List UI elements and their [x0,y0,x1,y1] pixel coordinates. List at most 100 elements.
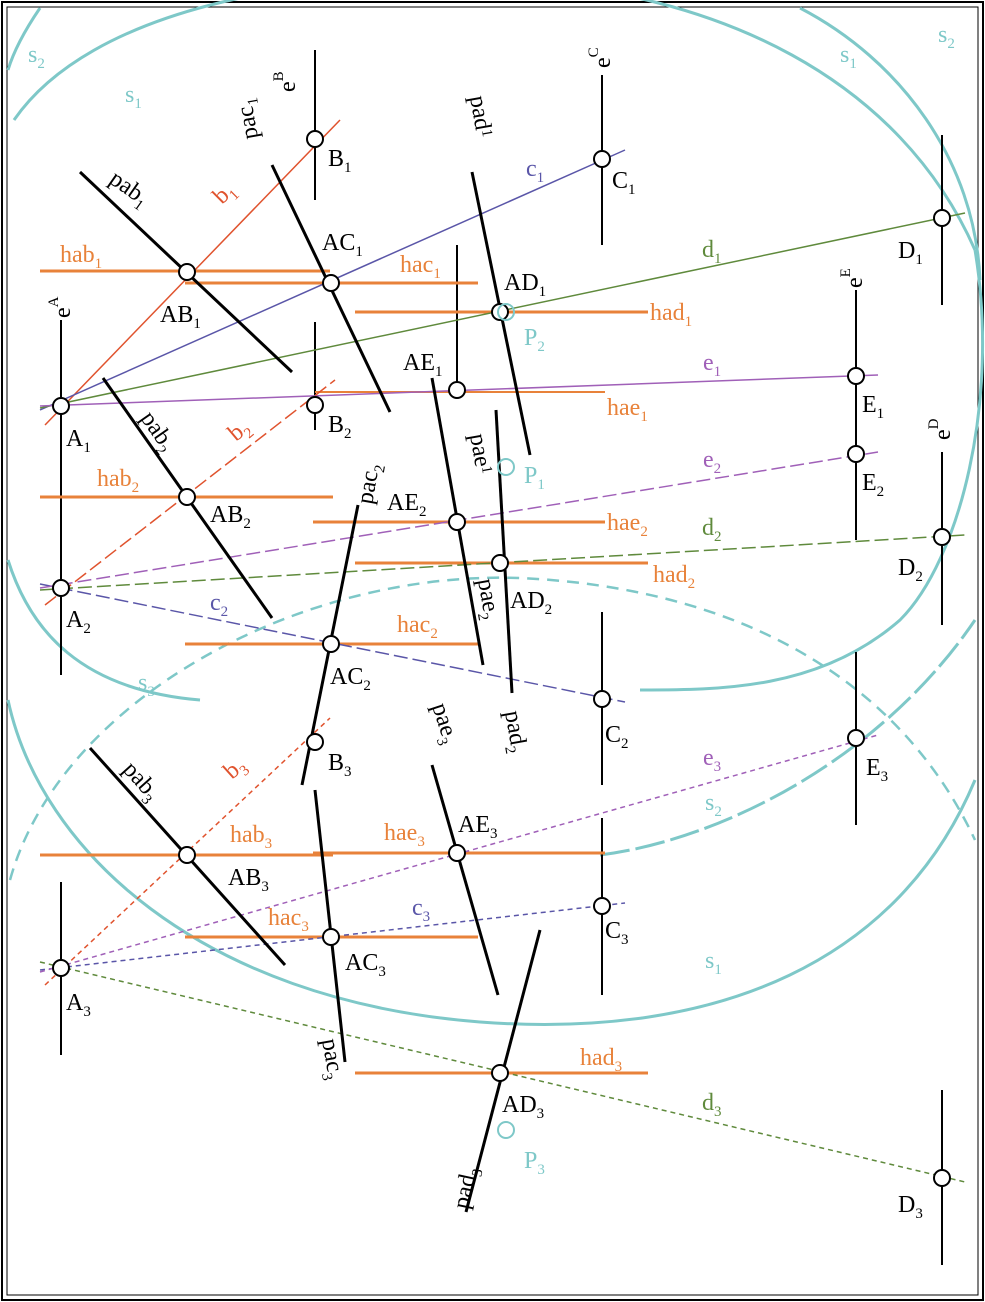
label-e2: e2 [703,447,721,477]
label-A2: A2 [66,607,91,637]
point-B1 [306,130,324,148]
label-hac2: hac2 [397,612,438,642]
label-eC: eC [586,47,616,68]
label-E2: E2 [862,470,884,500]
label-c3: c3 [412,895,430,925]
label-d2: d2 [702,515,722,545]
label-hab1: hab1 [60,242,102,272]
vertical-lines [60,50,943,1265]
point-C1 [593,150,611,168]
label-AC2: AC2 [330,664,371,694]
label-P3: P3 [524,1148,545,1178]
label-b1: b1 [208,177,243,212]
label-hae3: hae3 [384,820,425,850]
label-b3: b3 [219,752,254,787]
label-A1: A1 [66,426,91,456]
label-hac3: hac3 [268,905,309,935]
point-D3 [933,1169,951,1187]
point-AE2 [448,513,466,531]
point-AB3 [178,846,196,864]
label-AB1: AB1 [160,302,201,332]
point-AC1 [322,274,340,292]
labels: s2 s1 s1 s2 s3 s2 s1 eA eB eC eD eE A1 A… [28,22,956,1222]
point-B3 [306,733,324,751]
label-D3: D3 [898,1192,923,1222]
inner-frame [6,6,979,1296]
label-E1: E1 [862,392,884,422]
circle-s1-lower [6,699,977,1026]
point-AC2 [322,635,340,653]
label-AC3: AC3 [345,950,386,980]
point-P2 [497,303,515,321]
label-eA: eA [46,296,76,318]
point-E3 [847,729,865,747]
label-pae3: pae3 [422,700,463,748]
points-p [497,303,515,1139]
label-pac2: pac2 [352,461,389,506]
circle-s1-left [6,559,201,702]
label-pad2: pad2 [495,709,532,756]
label-s1-topleft: s1 [125,82,142,112]
point-D2 [933,528,951,546]
label-pab1: pab1 [102,166,154,215]
point-P1 [497,458,515,476]
circle-s2-topleft [6,7,42,71]
label-s2-topleft: s2 [28,42,45,72]
label-hab3: hab3 [230,822,272,852]
point-AD3 [491,1064,509,1082]
label-AC1: AC1 [322,230,363,260]
point-C3 [593,897,611,915]
label-B1: B1 [328,146,352,176]
label-AB3: AB3 [228,865,269,895]
point-AC3 [322,928,340,946]
label-eE: eE [838,268,868,288]
label-d3: d3 [702,1090,722,1120]
label-D2: D2 [898,555,923,585]
label-B2: B2 [328,412,352,442]
point-A1 [52,397,70,415]
point-AD1 [491,303,509,321]
label-c2: c2 [210,590,228,620]
label-s1-topright: s1 [840,42,857,72]
label-c1: c1 [526,156,544,186]
label-d1: d1 [702,237,722,267]
label-pae2: pae2 [468,577,505,622]
points [52,130,951,1187]
point-AD2 [491,554,509,572]
label-pad3: pad3 [448,1165,486,1212]
point-C2 [593,690,611,708]
label-AE1: AE1 [403,350,443,380]
label-had1: had1 [650,300,692,330]
point-A3 [52,959,70,977]
point-A2 [52,579,70,597]
circle-s1-right [639,249,985,692]
label-s1-lower: s1 [705,948,722,978]
label-b2: b2 [223,414,257,450]
label-AD3: AD3 [502,1092,544,1122]
point-AE3 [448,844,466,862]
point-E1 [847,367,865,385]
label-C2: C2 [605,722,629,752]
label-eB: eB [271,71,301,92]
label-hae1: hae1 [607,395,648,425]
label-AB2: AB2 [210,502,251,532]
label-pae1: pae1 [464,432,497,477]
point-P3 [497,1121,515,1139]
point-E2 [847,445,865,463]
label-A3: A3 [66,990,91,1020]
point-B2 [306,396,324,414]
label-pac3: pac3 [312,1037,349,1082]
label-D1: D1 [898,238,923,268]
label-AE2: AE2 [387,490,427,520]
label-AD2: AD2 [510,588,552,618]
label-P1: P1 [524,463,545,493]
label-hae2: hae2 [607,510,648,540]
circle-s2-topright [799,6,982,281]
label-P2: P2 [524,325,545,355]
label-had2: had2 [653,562,695,592]
point-D1 [933,209,951,227]
label-C1: C1 [612,168,636,198]
label-e3: e3 [703,745,721,775]
